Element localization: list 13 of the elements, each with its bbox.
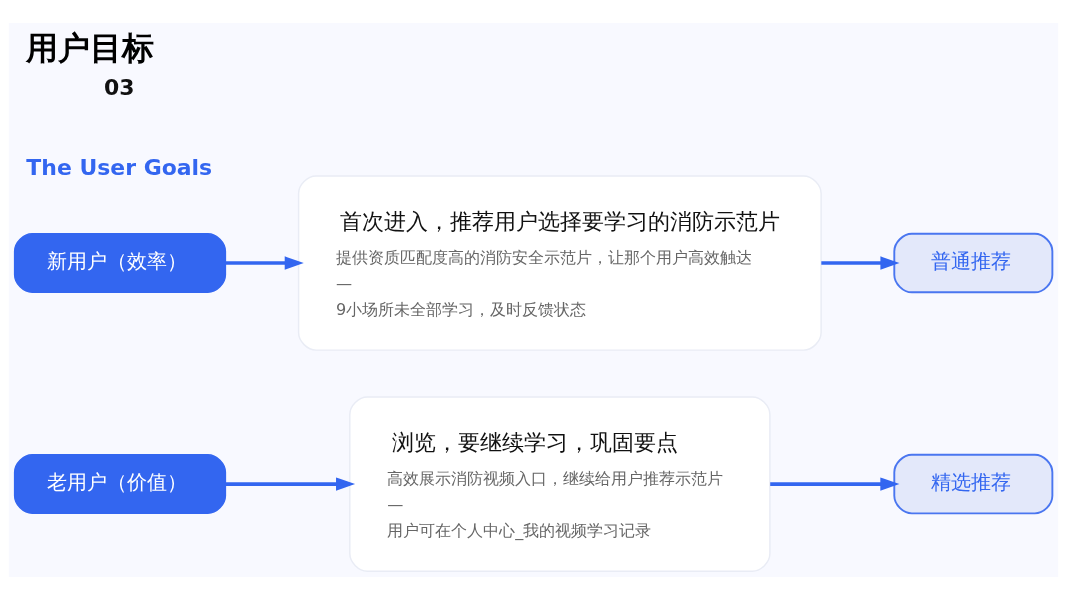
label: The User Goals xyxy=(26,154,213,180)
arrow xyxy=(225,477,356,491)
arrow xyxy=(821,256,900,270)
label: 03 xyxy=(103,75,135,101)
arrow xyxy=(770,477,900,491)
node-box: 精选推荐 xyxy=(893,453,1054,515)
diagram-title: 用户目标 xyxy=(26,29,155,68)
node-box: 浏览，要继续学习，巩固要点 高效展示消防视频入口，继续给用户推荐示范片 — 用户可在个人中心_我的视频学习记录 xyxy=(349,396,771,572)
arrow xyxy=(225,256,304,270)
node-box: 首次进入，推荐用户选择要学习的消防示范片 提供资质匹配度高的消防安全示范片，让那个用户高效触达 — 9小场所未全部学习，及时反馈状态 xyxy=(297,175,822,351)
node-box: 新用户（效率） xyxy=(13,233,227,294)
node-box: 普通推荐 xyxy=(893,232,1054,294)
node-box: 老用户（价值） xyxy=(13,454,227,515)
